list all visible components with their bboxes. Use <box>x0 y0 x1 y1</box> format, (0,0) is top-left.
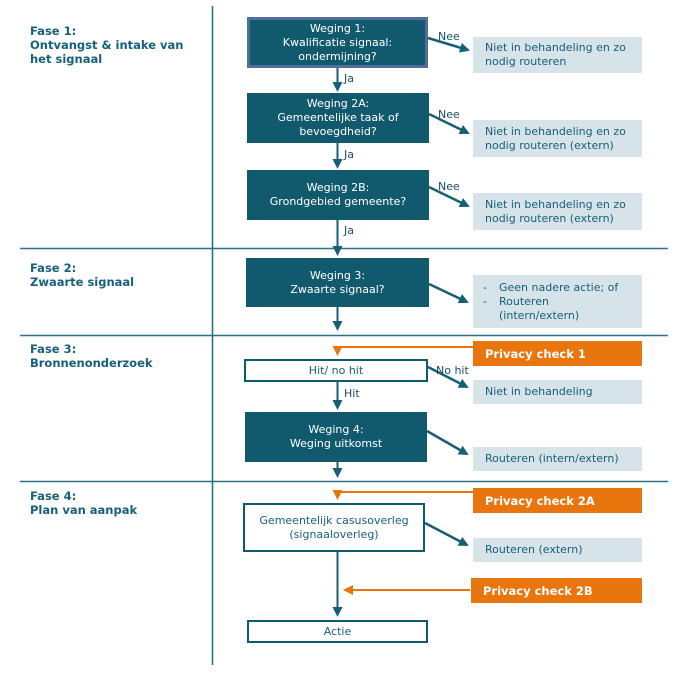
edge-label-ja-2: Ja <box>344 148 354 161</box>
node-hit-no-hit: Hit/ no hit <box>244 359 428 382</box>
node-casusoverleg: Gemeentelijk casusoverleg (signaaloverle… <box>243 503 425 552</box>
node-weging-3: Weging 3: Zwaarte signaal? <box>246 258 429 307</box>
phase-label-fase-2: Fase 2: Zwaarte signaal <box>30 261 135 289</box>
privacy-check-2a-box: Privacy check 2A <box>473 488 642 513</box>
node-actie: Actie <box>247 620 428 643</box>
edge-label-hit: Hit <box>344 387 360 400</box>
outcome-zwaarte-opties: - Geen nadere actie; of - Routeren (inte… <box>473 275 642 328</box>
list-item: - Routeren (intern/extern) <box>483 295 636 323</box>
outcome-niet-in-behandeling-routeren-extern-2: Niet in behandeling en zo nodig routeren… <box>473 193 642 230</box>
node-weging-4: Weging 4: Weging uitkomst <box>245 412 427 462</box>
privacy-check-2b-box: Privacy check 2B <box>471 578 642 603</box>
phase-label-fase-4: Fase 4: Plan van aanpak <box>30 489 138 517</box>
list-item: - Geen nadere actie; of <box>483 281 636 295</box>
outcome-niet-in-behandeling-routeren-extern-1: Niet in behandeling en zo nodig routeren… <box>473 120 642 157</box>
phase-label-fase-1: Fase 1: Ontvangst & intake van het signa… <box>30 24 184 66</box>
phase-label-fase-3: Fase 3: Bronnenonderzoek <box>30 342 153 370</box>
edge-label-ja-3: Ja <box>344 224 354 237</box>
arrow-weging4-routeren <box>426 429 469 456</box>
outcome-niet-in-behandeling-routeren: Niet in behandeling en zo nodig routeren <box>473 37 642 73</box>
arrow-privacy-check-2a <box>332 490 473 500</box>
bullet-dash: - <box>483 294 487 308</box>
node-weging-2a: Weging 2A: Gemeentelijke taak of bevoegd… <box>247 93 429 143</box>
edge-label-ja-1: Ja <box>344 72 354 85</box>
list-item-text: Geen nadere actie; of <box>499 280 619 294</box>
node-weging-1: Weging 1: Kwalificatie signaal: ondermij… <box>247 17 428 68</box>
edge-label-nee-3: Nee <box>438 180 460 193</box>
edge-label-nee-2: Nee <box>438 108 460 121</box>
list-item-text: Routeren (intern/extern) <box>499 294 580 322</box>
privacy-check-1-box: Privacy check 1 <box>473 341 642 366</box>
outcome-routeren-extern: Routeren (extern) <box>473 538 642 562</box>
arrow-weging3-outcome <box>428 282 469 304</box>
outcome-routeren-intern-extern: Routeren (intern/extern) <box>473 447 642 471</box>
bullet-dash: - <box>483 280 487 294</box>
edge-label-nee-1: Nee <box>438 30 460 43</box>
outcome-niet-in-behandeling: Niet in behandeling <box>473 380 642 404</box>
edge-label-no-hit: No hit <box>436 364 469 377</box>
node-weging-2b: Weging 2B: Grondgebied gemeente? <box>247 170 429 220</box>
arrow-casusoverleg-routeren <box>424 521 469 547</box>
arrow-privacy-check-1 <box>332 346 473 356</box>
